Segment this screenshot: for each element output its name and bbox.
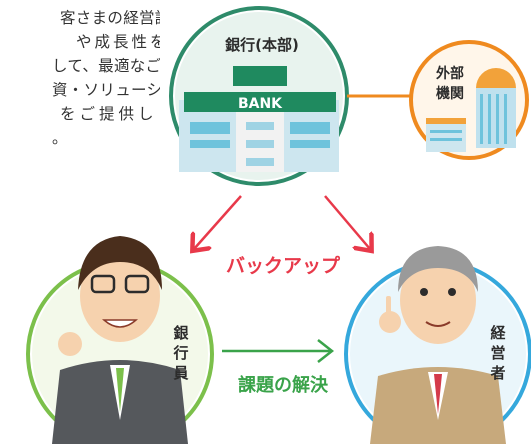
bank-label: 銀行(本部) xyxy=(225,36,299,54)
backup-label: バックアップ xyxy=(226,254,341,277)
external-building-icon xyxy=(426,68,516,152)
backup-arrow-right xyxy=(324,195,370,249)
manager-label-3: 者 xyxy=(490,364,505,382)
bank-building-icon xyxy=(179,66,339,172)
manager-label-2: 営 xyxy=(490,344,505,362)
description-paragraph: 客さまの経営課 や成長性を分 して、最適なご 資・ソリューショ をご提供しま 。 xyxy=(0,6,160,150)
manager-illustration xyxy=(370,246,506,444)
external-label-1: 外部 xyxy=(436,65,464,82)
paragraph-line-1: 客さまの経営課 xyxy=(60,9,160,27)
external-label-2: 機関 xyxy=(436,85,464,102)
bank-node: 銀行(本部) BANK xyxy=(169,6,349,186)
banker-illustration xyxy=(52,236,188,444)
bank-sign: BANK xyxy=(238,96,283,112)
backup-arrow-left xyxy=(194,195,242,249)
manager-label-1: 経 xyxy=(490,324,506,342)
solution-arrow-head xyxy=(317,339,335,363)
solution-label: 課題の解決 xyxy=(238,374,329,396)
paragraph-line-4: 資・ソリューショ xyxy=(52,81,160,99)
banker-label-3: 員 xyxy=(172,364,188,382)
banker-label-2: 行 xyxy=(172,344,188,362)
paragraph-line-2: や成長性を分 xyxy=(76,33,160,51)
banker-label-1: 銀 xyxy=(173,324,188,342)
paragraph-line-3: して、最適なご xyxy=(52,57,160,75)
banker-node: 銀 行 員 xyxy=(26,236,214,444)
external-node: 外部 機関 xyxy=(409,40,529,160)
manager-node: 経 営 者 xyxy=(344,246,531,444)
paragraph-line-5: をご提供しま xyxy=(60,105,160,123)
paragraph-line-6: 。 xyxy=(52,129,68,147)
